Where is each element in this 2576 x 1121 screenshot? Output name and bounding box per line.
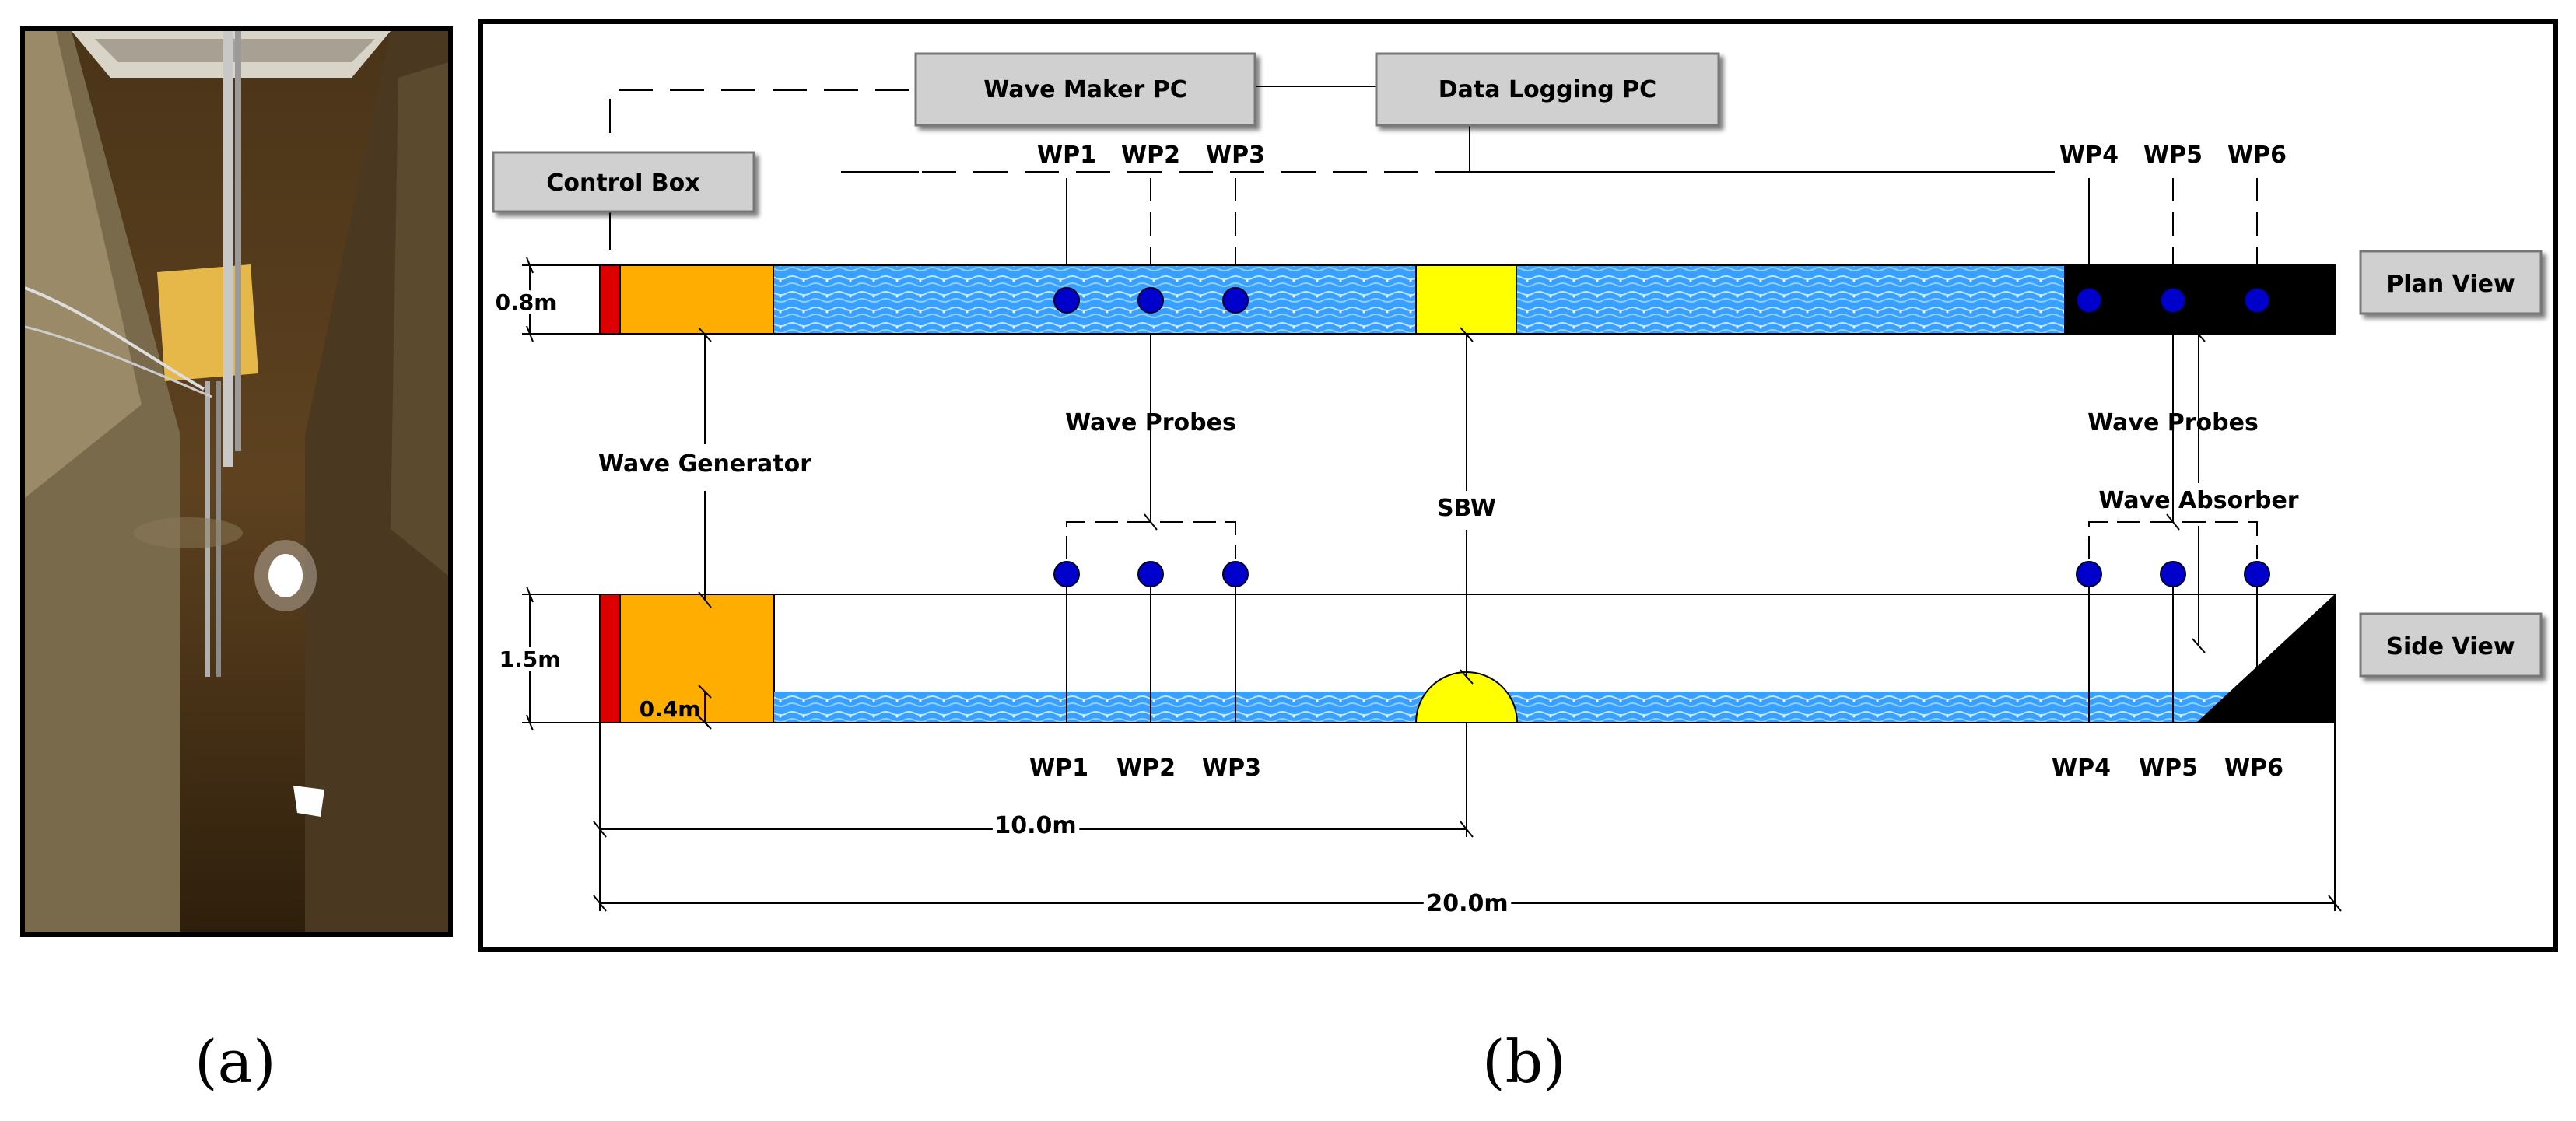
side-sbw [1414, 671, 1519, 723]
flume-photo-image [25, 31, 448, 932]
side-probe-label: WP4 [2052, 755, 2111, 782]
plan-probe-dot [1053, 287, 1080, 314]
data-logging-pc-label: Data Logging PC [1439, 76, 1656, 103]
plan-wave-absorber [2064, 265, 2335, 334]
side-probe-dot [2076, 561, 2102, 587]
side-probe-label: WP1 [1029, 755, 1088, 782]
side-probe-label: WP3 [1202, 755, 1261, 782]
side-probe-label: WP5 [2139, 755, 2198, 782]
side-height-label: 1.5m [499, 646, 561, 672]
side-paddle [599, 594, 621, 723]
side-view-label: Side View [2386, 633, 2515, 660]
side-probe-dot [1053, 561, 1080, 587]
plan-view-label: Plan View [2386, 271, 2515, 298]
plan-probes [1053, 287, 2270, 314]
plan-probe-label: WP1 [1037, 142, 1096, 169]
plan-probe-dot [1137, 287, 1164, 314]
control-box-label: Control Box [546, 170, 699, 197]
wave-generator-label: Wave Generator [598, 450, 811, 478]
side-probe-stems [1066, 574, 2258, 723]
side-probe-dot [2160, 561, 2186, 587]
plan-view-flume [599, 264, 2336, 335]
plan-width-dimension [522, 257, 600, 342]
side-probes [1053, 561, 2270, 587]
side-wave-generator [619, 594, 775, 723]
plan-view-box: Plan View [2359, 250, 2543, 315]
plan-paddle [599, 264, 621, 335]
total-length-label: 20.0m [1426, 890, 1508, 917]
plan-probe-label: WP3 [1206, 142, 1265, 169]
wave-absorber-label: Wave Absorber [2098, 487, 2298, 514]
water-depth-label: 0.4m [640, 696, 701, 722]
side-view-box: Side View [2359, 612, 2543, 678]
length-dimensions [593, 723, 2342, 912]
side-probe-dot [1222, 561, 1249, 587]
side-probe-label: WP2 [1116, 755, 1176, 782]
water-depth-dimension [698, 685, 712, 730]
panel-label-b: (b) [1482, 1027, 1566, 1096]
side-probe-dot [1137, 561, 1164, 587]
plan-probe-label: WP4 [2059, 142, 2119, 169]
sbw-label: SBW [1437, 495, 1496, 522]
plan-water-left [774, 265, 1416, 334]
wave-probes-right-label: Wave Probes [2087, 409, 2259, 436]
schematic-svg: Wave Maker PC Data Logging PC Control Bo… [492, 52, 2543, 922]
plan-probe-label: WP2 [1121, 142, 1180, 169]
plan-water-right [1517, 265, 2064, 334]
plan-probe-dot [1222, 287, 1249, 314]
wave-probes-left-label: Wave Probes [1065, 409, 1236, 436]
plan-probe-dot [2244, 287, 2270, 314]
control-box: Control Box [492, 151, 755, 213]
side-height-dimension [522, 586, 600, 731]
plan-probe-dot [2160, 287, 2186, 314]
distance-to-sbw-label: 10.0m [994, 812, 1076, 839]
panel-label-a: (a) [195, 1027, 276, 1096]
side-probe-dot [2244, 561, 2270, 587]
plan-probe-label: WP5 [2143, 142, 2203, 169]
plan-wave-generator [619, 264, 775, 335]
side-view-flume [599, 594, 2336, 723]
plan-probe-label: WP6 [2227, 142, 2287, 169]
component-leaders [698, 327, 2206, 685]
plan-probe-labels: WP1 WP2 WP3 WP4 WP5 WP6 [1037, 142, 2287, 169]
plan-width-label: 0.8m [496, 289, 557, 315]
flume-photo [20, 26, 453, 937]
side-probe-label: WP6 [2224, 755, 2283, 782]
plan-probe-dot [2076, 287, 2102, 314]
flume-schematic: Wave Maker PC Data Logging PC Control Bo… [478, 19, 2558, 952]
side-probe-labels: WP1 WP2 WP3 WP4 WP5 WP6 [1029, 755, 2283, 782]
wave-probe-brackets [1066, 334, 2258, 559]
plan-sbw [1415, 264, 1518, 335]
data-logging-pc-box: Data Logging PC [1375, 52, 1720, 127]
wave-maker-pc-label: Wave Maker PC [983, 76, 1186, 103]
connection-lines [609, 86, 2055, 250]
wave-maker-pc-box: Wave Maker PC [914, 52, 1256, 127]
side-wave-absorber [2196, 594, 2335, 723]
